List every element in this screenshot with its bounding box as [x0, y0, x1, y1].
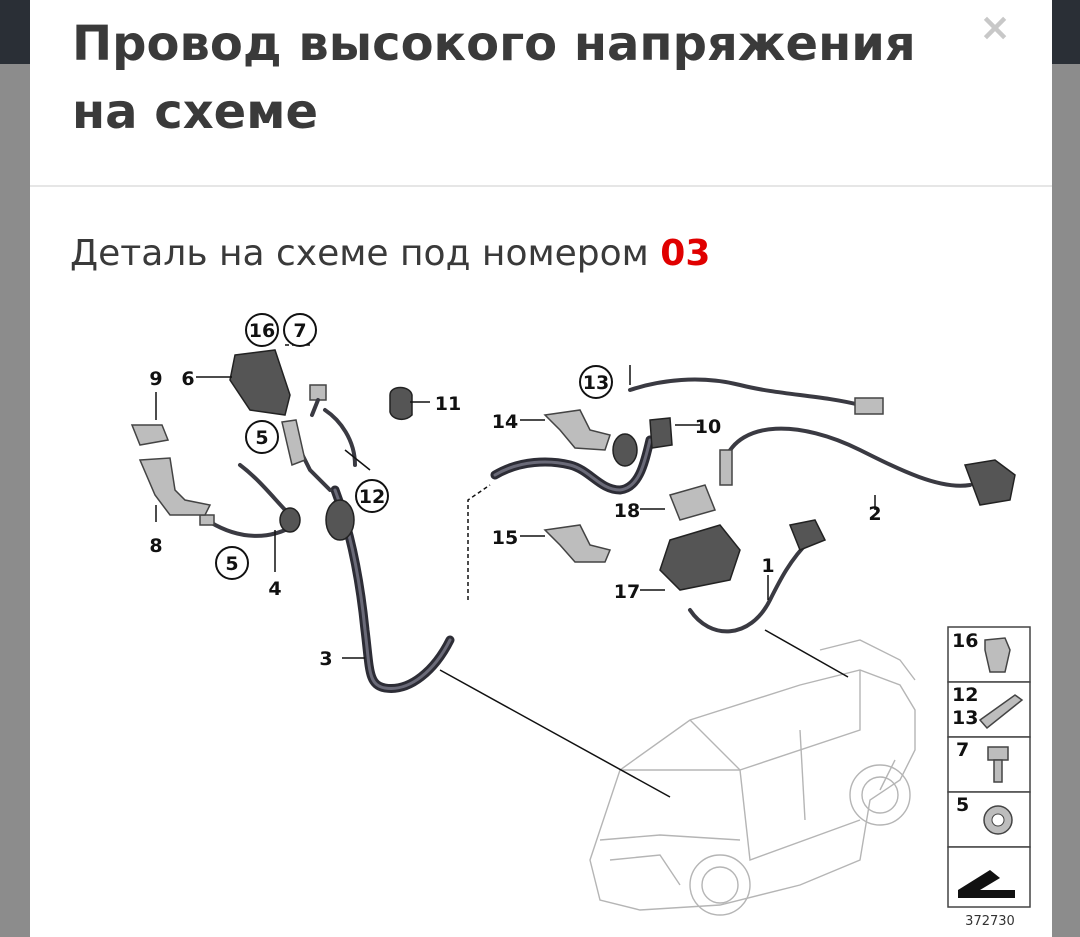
callout-1: 1: [761, 555, 774, 577]
cable-12: [281, 408, 357, 492]
callout-12: 12: [359, 486, 385, 508]
close-button[interactable]: ×: [975, 5, 1015, 49]
cable-3: [325, 433, 655, 693]
callout-8: 8: [149, 535, 162, 557]
callout-15: 15: [492, 527, 518, 549]
modal-title: Провод высокого напряжения на схеме: [72, 16, 916, 140]
callout-7: 7: [293, 320, 306, 342]
part-modal: Провод высокого напряжения на схеме × Де…: [30, 0, 1052, 937]
header-divider: [30, 185, 1052, 187]
reference-number: 372730: [965, 914, 1015, 929]
callout-18: 18: [614, 500, 640, 522]
callout-circle-12: [355, 479, 389, 513]
callout-10: 10: [695, 416, 721, 438]
callout-6: 6: [181, 368, 194, 390]
callout-circle-13: [579, 365, 613, 399]
callout-17: 17: [614, 581, 640, 603]
callout-11: 11: [435, 393, 461, 415]
callout-circle-7: [283, 313, 317, 347]
callout-2: 2: [868, 503, 881, 525]
part-10-13: [628, 377, 884, 449]
part-11: [389, 386, 413, 420]
callout-13: 13: [583, 372, 609, 394]
callout-5b: 5: [225, 553, 238, 575]
callout-4: 4: [268, 578, 281, 600]
callout-circle-5a: [245, 420, 279, 454]
cable-4: [199, 463, 301, 538]
parts-17-18-cable-1: [659, 484, 827, 634]
callout-circle-16: [245, 313, 279, 347]
parts-diagram-svg: 16 7 9 6 5 8 5 4 3 11 12 14 15 13 10 18 …: [130, 313, 1031, 929]
callout-14: 14: [492, 411, 518, 433]
parts-diagram: 16 7 9 6 5 8 5 4 3 11 12 14 15 13 10 18 …: [100, 300, 1040, 937]
leader-lines: [155, 344, 876, 798]
legend-7: 7: [956, 739, 969, 761]
part-caption: Деталь на схеме под номером 03: [70, 228, 710, 280]
callout-5a: 5: [255, 427, 268, 449]
fasteners-legend: 16 12 13 7 5: [947, 626, 1031, 908]
car-outline: [589, 639, 916, 916]
brackets-14-15: [543, 409, 612, 563]
cable-2: [719, 426, 1016, 506]
legend-16: 16: [952, 630, 978, 652]
callout-9: 9: [149, 368, 162, 390]
legend-13: 13: [952, 707, 978, 729]
part-caption-text: Деталь на схеме под номером: [70, 233, 649, 274]
callout-3: 3: [319, 648, 332, 670]
part-6-block: [229, 349, 327, 417]
callout-16: 16: [249, 320, 275, 342]
part-8-9: [130, 424, 212, 516]
legend-5: 5: [956, 794, 969, 816]
callout-circle-5b: [215, 546, 249, 580]
legend-12: 12: [952, 684, 978, 706]
part-number: 03: [660, 233, 711, 274]
